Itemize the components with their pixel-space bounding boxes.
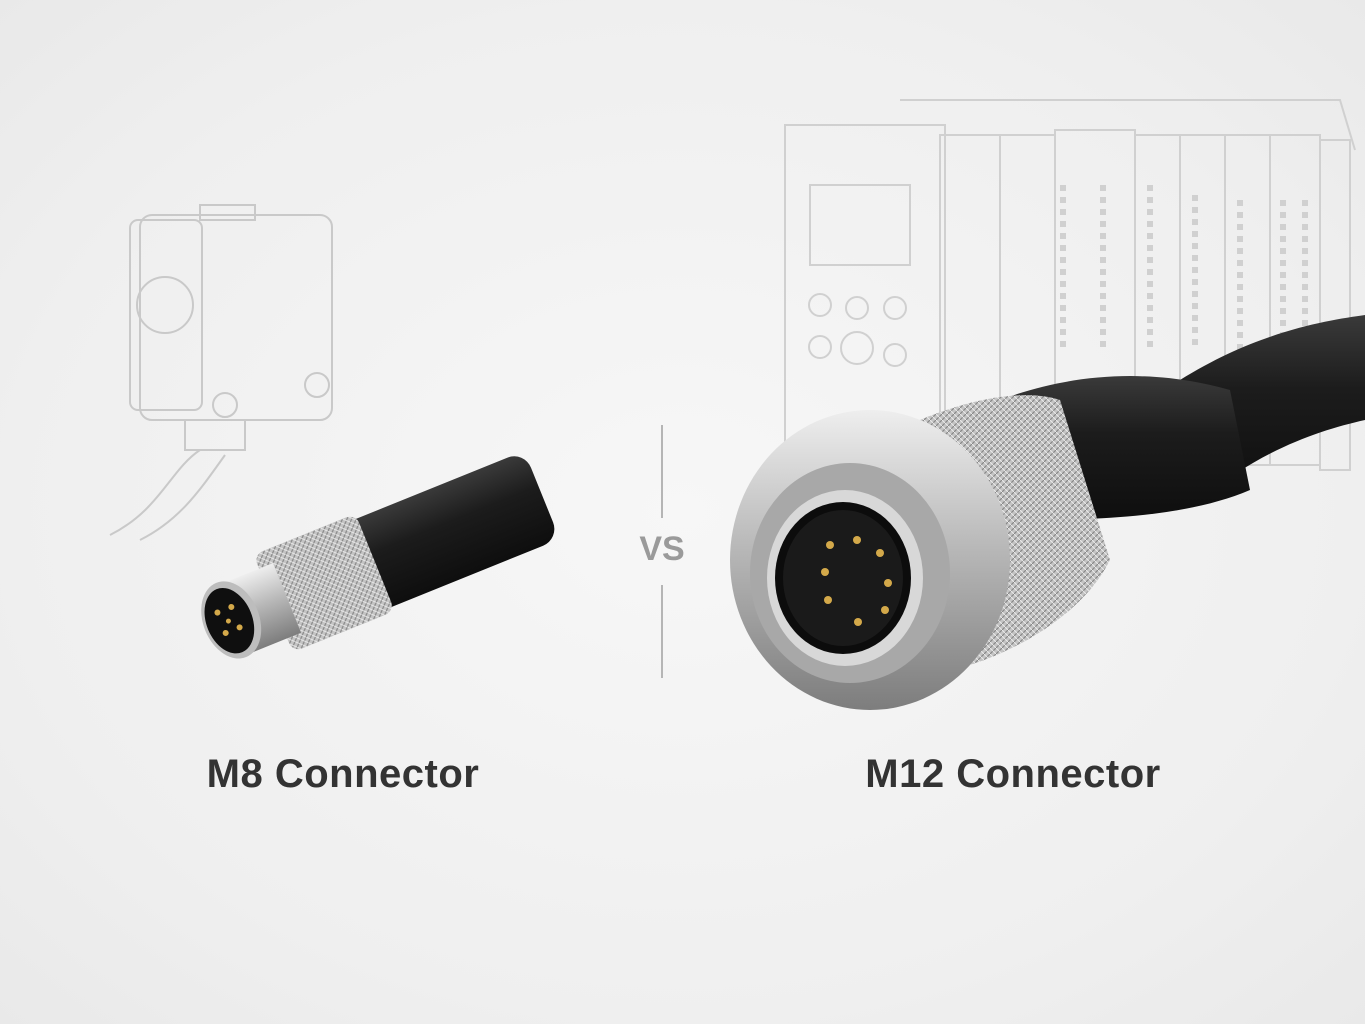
m12-connector-image	[730, 315, 1365, 710]
sensor-sketch	[109, 204, 333, 541]
m8-connector-label: M8 Connector	[206, 752, 480, 796]
plc-sketch	[784, 99, 1356, 471]
m12-connector-label: M12 Connector	[865, 752, 1161, 796]
m8-connector-image	[201, 456, 555, 659]
divider-line-bottom	[661, 585, 663, 678]
divider-line-top	[661, 425, 663, 518]
vs-label: VS	[639, 530, 685, 568]
